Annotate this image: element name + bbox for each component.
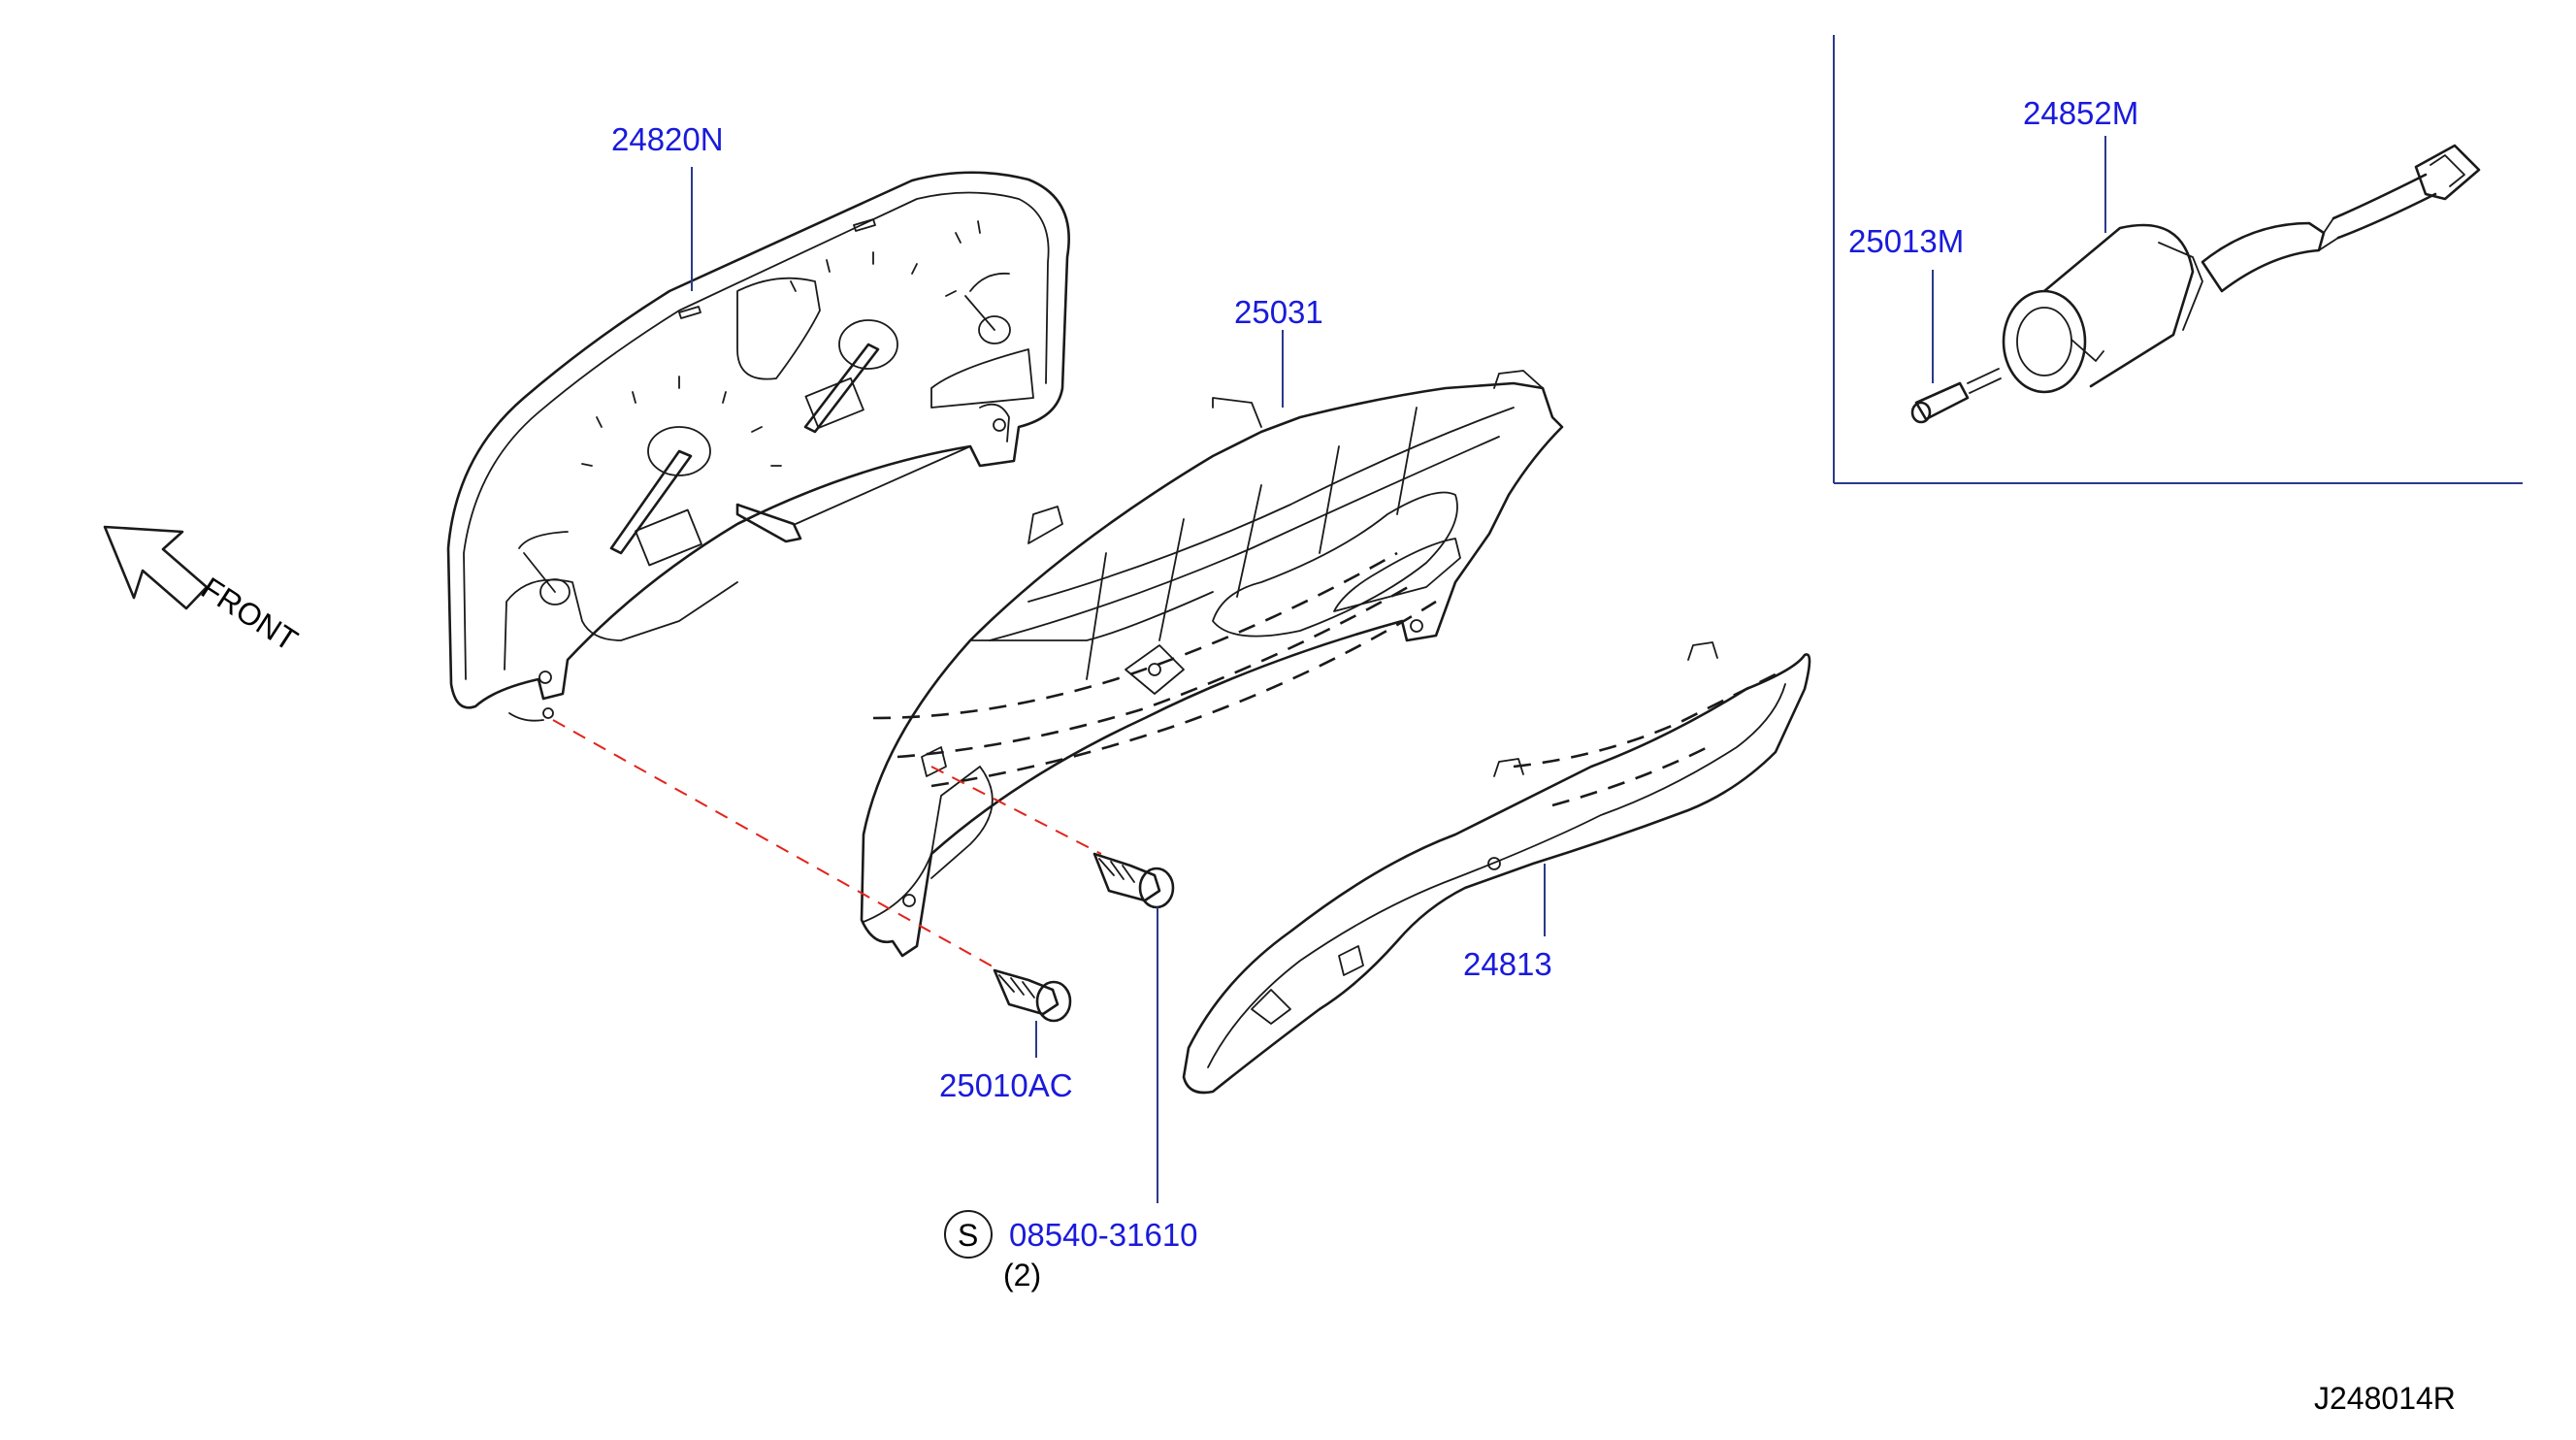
part-label-group-08540-31610[interactable]: S 08540-31610 (2) <box>944 1210 1198 1293</box>
part-label-25010AC[interactable]: 25010AC <box>939 1067 1073 1103</box>
bulb-25013M-icon <box>1910 368 2002 424</box>
sensor-24852M <box>2002 144 2481 394</box>
front-label: FRONT <box>195 571 304 658</box>
part-label-24852M[interactable]: 24852M <box>2023 95 2138 131</box>
lens-24813 <box>1182 641 1811 1095</box>
housing-25031 <box>860 370 1564 958</box>
screw-25010AC-icon <box>993 968 1072 1023</box>
quantity-label: (2) <box>1003 1258 1041 1293</box>
diagram-id: J248014R <box>2314 1381 2456 1416</box>
part-label-25031[interactable]: 25031 <box>1234 294 1323 330</box>
alignment-line-a <box>552 719 1000 971</box>
screw-08540-31610-icon <box>1092 852 1175 909</box>
standard-part-symbol: S <box>958 1218 978 1253</box>
alignment-line-b <box>930 766 1102 855</box>
front-arrow-icon <box>103 525 209 610</box>
part-label-08540-31610[interactable]: 08540-31610 <box>1009 1217 1198 1253</box>
part-label-25013M[interactable]: 25013M <box>1848 223 1964 259</box>
part-label-24820N[interactable]: 24820N <box>611 121 724 157</box>
inset-frame <box>1833 35 2523 484</box>
standard-part-symbol-icon <box>944 1210 993 1259</box>
meter-cluster-24820N <box>446 171 1070 722</box>
part-label-24813[interactable]: 24813 <box>1463 946 1552 982</box>
